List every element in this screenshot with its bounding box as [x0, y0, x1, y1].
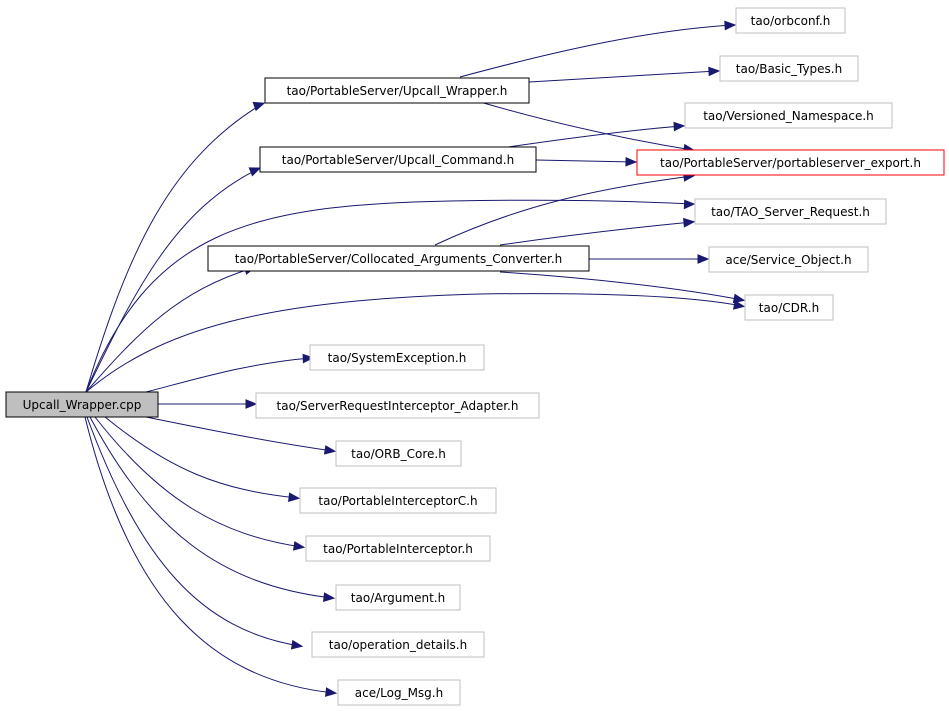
node-upcall-wrapper-h[interactable]: tao/PortableServer/Upcall_Wrapper.h: [264, 77, 530, 104]
node-label: tao/Basic_Types.h: [736, 62, 842, 76]
node-service-object-h[interactable]: ace/Service_Object.h: [708, 246, 869, 273]
node-log-msg-h[interactable]: ace/Log_Msg.h: [337, 679, 461, 706]
node-label: tao/Versioned_Namespace.h: [703, 109, 874, 123]
edge-upcall-wrapper-to-orbconf: [459, 24, 734, 78]
node-label: tao/PortableInterceptor.h: [323, 542, 473, 556]
node-upcall-command-h[interactable]: tao/PortableServer/Upcall_Command.h: [259, 146, 537, 173]
edge-collocated-to-export: [434, 175, 693, 246]
node-label: tao/TAO_Server_Request.h: [711, 205, 870, 219]
node-label: tao/ServerRequestInterceptor_Adapter.h: [277, 399, 519, 413]
node-label: tao/Argument.h: [351, 591, 445, 605]
arrowhead: [732, 293, 746, 304]
node-upcall-wrapper-cpp[interactable]: Upcall_Wrapper.cpp: [5, 391, 159, 418]
arrowhead: [625, 156, 638, 167]
arrowhead: [252, 101, 266, 112]
arrowhead: [323, 592, 336, 602]
arrowhead: [697, 254, 710, 264]
edge-root-to-operation-details: [86, 416, 301, 647]
arrowhead: [288, 492, 301, 502]
node-operation-details-h[interactable]: tao/operation_details.h: [311, 631, 485, 658]
edge-root-to-orb-core: [145, 416, 334, 452]
node-label: tao/SystemException.h: [328, 351, 467, 365]
node-label: tao/ORB_Core.h: [351, 447, 446, 461]
node-tao-server-request-h[interactable]: tao/TAO_Server_Request.h: [694, 198, 887, 225]
node-cdr-h[interactable]: tao/CDR.h: [744, 294, 834, 321]
edge-upcall-wrapper-to-export: [479, 101, 693, 151]
node-server-request-interceptor-adapter-h[interactable]: tao/ServerRequestInterceptor_Adapter.h: [255, 392, 540, 419]
arrowhead: [708, 66, 721, 77]
arrowhead: [290, 639, 304, 650]
edge-root-to-pi-c: [104, 416, 298, 499]
edge-root-to-argument: [89, 416, 333, 599]
node-label: tao/orbconf.h: [751, 14, 831, 28]
node-argument-h[interactable]: tao/Argument.h: [335, 584, 461, 611]
node-label: ace/Service_Object.h: [725, 253, 851, 267]
node-label: tao/PortableServer/Upcall_Wrapper.h: [287, 84, 508, 98]
arrowhead: [732, 300, 746, 310]
node-orbconf-h[interactable]: tao/orbconf.h: [735, 7, 846, 34]
node-portable-interceptor-h[interactable]: tao/PortableInterceptor.h: [305, 535, 491, 562]
edge-collocated-to-server-request: [499, 221, 693, 246]
edge-root-to-system-exception: [145, 357, 312, 393]
arrowhead: [673, 121, 686, 132]
node-basic-types-h[interactable]: tao/Basic_Types.h: [719, 55, 859, 82]
edge-root-to-server-request: [85, 199, 693, 393]
node-versioned-namespace-h[interactable]: tao/Versioned_Namespace.h: [684, 102, 893, 129]
node-orb-core-h[interactable]: tao/ORB_Core.h: [335, 440, 462, 467]
arrowhead: [245, 399, 258, 409]
arrowhead: [325, 687, 338, 697]
arrowhead: [683, 199, 696, 210]
edge-root-to-cdr: [85, 293, 743, 393]
edge-root-to-upcall-command: [85, 168, 259, 393]
arrowhead: [292, 541, 306, 551]
arrowhead: [302, 353, 315, 364]
node-label: tao/PortableServer/Upcall_Command.h: [282, 153, 514, 167]
nodes-layer: Upcall_Wrapper.cpp tao/PortableServer/Up…: [5, 7, 945, 706]
arrowhead: [683, 217, 696, 228]
node-system-exception-h[interactable]: tao/SystemException.h: [309, 344, 485, 371]
node-label: tao/CDR.h: [759, 301, 819, 315]
edge-upcall-command-to-export: [535, 159, 635, 163]
edges-layer: [84, 20, 746, 697]
arrowhead: [248, 167, 262, 177]
arrowhead: [323, 445, 337, 455]
node-label: tao/PortableServer/Collocated_Arguments_…: [235, 252, 563, 266]
node-label: tao/PortableInterceptorC.h: [318, 494, 477, 508]
edge-upcall-command-to-versioned-ns: [507, 125, 683, 148]
node-label: ace/Log_Msg.h: [355, 686, 443, 700]
node-portableserver-export-h[interactable]: tao/PortableServer/portableserver_export…: [636, 149, 945, 176]
node-label: tao/PortableServer/portableserver_export…: [660, 156, 921, 170]
edge-collocated-to-cdr: [499, 271, 743, 301]
node-label: Upcall_Wrapper.cpp: [23, 398, 142, 412]
arrowhead: [724, 20, 737, 31]
edge-root-to-pi: [94, 416, 303, 548]
edge-root-to-upcall-wrapper: [85, 103, 263, 393]
edge-root-to-log-msg: [84, 416, 335, 694]
edge-upcall-wrapper-to-basic-types: [528, 70, 718, 83]
node-label: tao/operation_details.h: [329, 638, 467, 652]
node-portable-interceptor-c-h[interactable]: tao/PortableInterceptorC.h: [299, 487, 497, 514]
edge-root-to-collocated-converter: [85, 267, 254, 393]
node-collocated-arguments-converter-h[interactable]: tao/PortableServer/Collocated_Arguments_…: [207, 245, 590, 272]
